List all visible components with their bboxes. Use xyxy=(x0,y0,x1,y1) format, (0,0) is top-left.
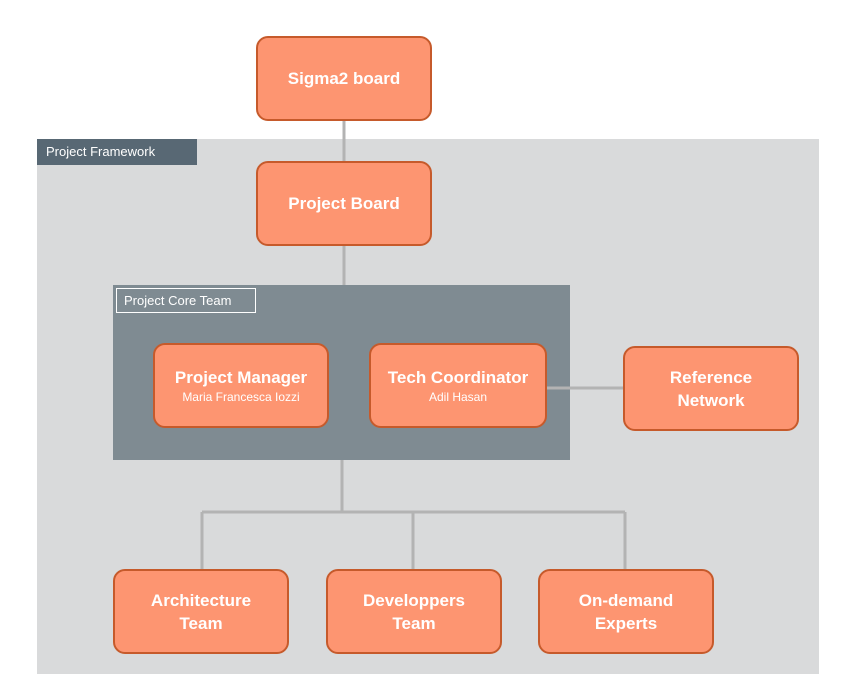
project-manager-node: Project Manager Maria Francesca Iozzi xyxy=(153,343,329,428)
reference-network-node: Reference Network xyxy=(623,346,799,431)
sigma2-board-title: Sigma2 board xyxy=(287,69,401,88)
project-board-title: Project Board xyxy=(288,194,400,213)
project-core-team-label: Project Core Team xyxy=(116,288,256,313)
on-demand-experts-node: On-demand Experts xyxy=(538,569,714,654)
project-framework-label: Project Framework xyxy=(37,139,197,165)
project-manager-person: Maria Francesca Iozzi xyxy=(182,390,300,404)
tech-coordinator-node: Tech Coordinator Adil Hasan xyxy=(369,343,547,428)
reference-network-title-line2: Network xyxy=(677,390,745,410)
reference-network-title-line1: Reference xyxy=(669,367,753,387)
architecture-team-title-line2: Team xyxy=(179,613,223,633)
architecture-team-title-line1: Architecture xyxy=(150,590,252,610)
tech-coordinator-person: Adil Hasan xyxy=(428,390,488,404)
tech-coordinator-title: Tech Coordinator xyxy=(387,368,529,387)
on-demand-experts-title-line1: On-demand xyxy=(578,590,674,610)
on-demand-experts-title-line2: Experts xyxy=(594,613,658,633)
developpers-team-title-line2: Team xyxy=(392,613,436,633)
project-board-node: Project Board xyxy=(256,161,432,246)
sigma2-board-node: Sigma2 board xyxy=(256,36,432,121)
project-manager-title: Project Manager xyxy=(174,368,308,387)
developpers-team-title-line1: Developpers xyxy=(362,590,466,610)
developpers-team-node: Developpers Team xyxy=(326,569,502,654)
architecture-team-node: Architecture Team xyxy=(113,569,289,654)
